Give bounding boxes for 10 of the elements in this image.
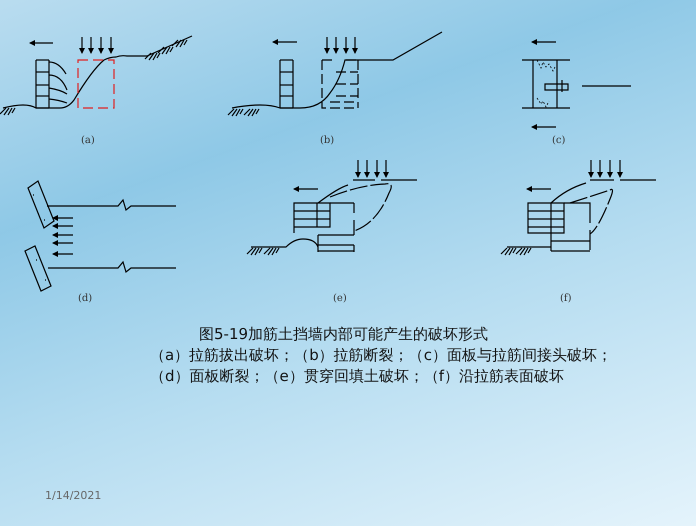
caption-line: （a）拉筋拔出破坏；（b）拉筋断裂；（c）面板与拉筋间接头破坏； [150, 346, 612, 365]
panel-label: (c) [552, 135, 566, 146]
panel-label: (f) [560, 293, 572, 304]
date-text: 1/14/2021 [45, 489, 102, 502]
panel-label: (b) [320, 135, 334, 146]
panel-label: (a) [81, 135, 95, 146]
caption-line: （d）面板断裂；（e）贯穿回填土破坏；（f）沿拉筋表面破坏 [150, 367, 564, 386]
panel-label: (e) [333, 293, 347, 304]
panel-label: (d) [78, 293, 92, 304]
figure-title: 图5-19加筋土挡墙内部可能产生的破坏形式 [199, 325, 488, 344]
